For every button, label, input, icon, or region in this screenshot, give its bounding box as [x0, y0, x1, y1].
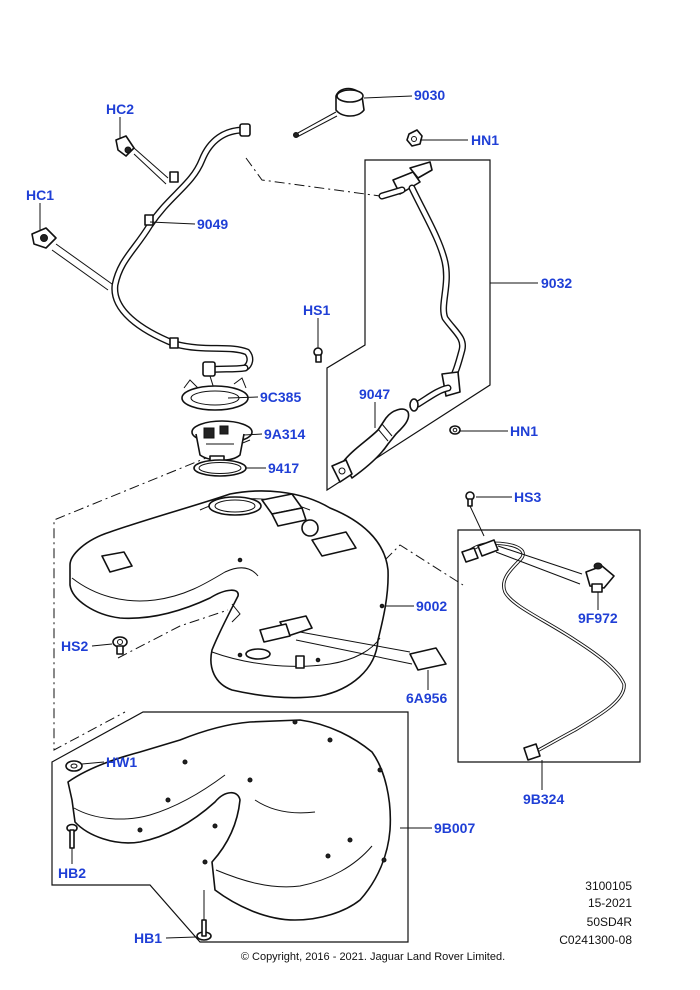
bolt-hb2 [66, 823, 78, 849]
callout-9F972[interactable]: 9F972 [578, 610, 618, 626]
callout-hc1[interactable]: HC1 [26, 187, 54, 203]
callout-9047[interactable]: 9047 [359, 386, 390, 402]
filler-pipe-group-box [326, 159, 491, 492]
fuel-tank-9002 [69, 490, 389, 699]
assembly-line [117, 609, 229, 659]
seal-9417 [193, 459, 247, 477]
callout-hb2[interactable]: HB2 [58, 865, 86, 881]
reference-model-code: 50SD4R [587, 915, 633, 929]
assembly-line [245, 157, 381, 197]
callout-9030[interactable]: 9030 [414, 87, 445, 103]
callout-9032[interactable]: 9032 [541, 275, 572, 291]
filler-hose-9047 [331, 408, 410, 483]
screw-hs2 [112, 636, 128, 655]
filler-pipe-9032 [378, 161, 467, 412]
callout-hs2[interactable]: HS2 [61, 638, 88, 654]
fuel-pump-9A314 [191, 420, 253, 467]
callout-hb1[interactable]: HB1 [134, 930, 162, 946]
assembly-line [384, 544, 464, 586]
callout-hn1-top[interactable]: HN1 [471, 132, 499, 148]
nut-hn1-top [406, 129, 423, 147]
reference-date: 15-2021 [588, 896, 632, 910]
reference-number: 3100105 [585, 879, 632, 893]
callout-9A314[interactable]: 9A314 [264, 426, 305, 442]
callout-6A956[interactable]: 6A956 [406, 690, 447, 706]
clip-hc2 [115, 135, 169, 185]
label-6A956 [295, 631, 447, 671]
filler-cap-9030 [293, 87, 365, 138]
fuel-hose-9049 [111, 123, 254, 393]
screw-hs1 [313, 347, 323, 363]
screw-hs3 [465, 491, 485, 537]
callout-hs1[interactable]: HS1 [303, 302, 330, 318]
callout-9B007[interactable]: 9B007 [434, 820, 475, 836]
assembly-line [53, 439, 251, 751]
locking-ring-9C385 [181, 377, 249, 411]
callout-9049[interactable]: 9049 [197, 216, 228, 232]
washer-hw1 [65, 760, 83, 772]
copyright-notice: © Copyright, 2016 - 2021. Jaguar Land Ro… [241, 951, 505, 963]
reference-illustration-id: C0241300-08 [559, 933, 632, 947]
callout-9002[interactable]: 9002 [416, 598, 447, 614]
callout-hn1-bottom[interactable]: HN1 [510, 423, 538, 439]
nut-hn1-bottom [449, 425, 461, 435]
sensor-9F972 [585, 562, 615, 593]
callout-hc2[interactable]: HC2 [106, 101, 134, 117]
heat-shield-group-box [51, 711, 409, 943]
sensor-pipe-group-box [457, 529, 641, 763]
heat-shield-9B007 [67, 719, 392, 921]
callout-9C385[interactable]: 9C385 [260, 389, 301, 405]
callout-hw1[interactable]: HW1 [106, 754, 137, 770]
clip-hc1 [31, 227, 113, 291]
callout-9417[interactable]: 9417 [268, 460, 299, 476]
pipe-9B324 [461, 539, 626, 761]
callout-9B324[interactable]: 9B324 [523, 791, 564, 807]
callout-hs3[interactable]: HS3 [514, 489, 541, 505]
leader-lines [39, 95, 599, 939]
bolt-hb1 [196, 890, 212, 941]
